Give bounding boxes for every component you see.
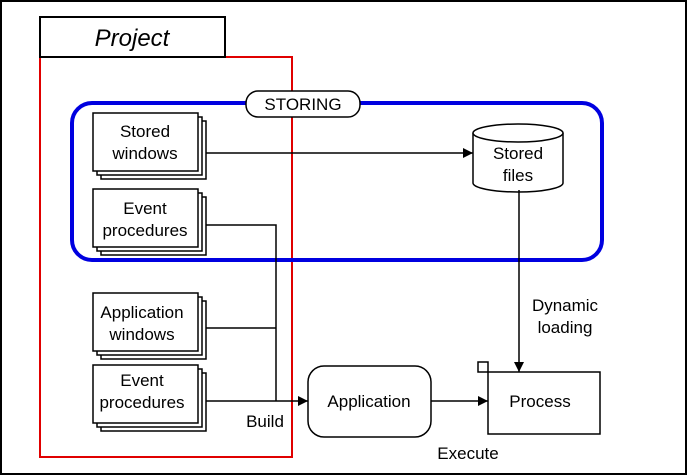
stored-files-line2: files [503, 166, 533, 185]
event-procedures-bottom-line1: Event [120, 371, 164, 390]
stored-windows-line2: windows [111, 144, 177, 163]
storing-frame: STORING [70, 90, 604, 262]
event-procedures-top-line2: procedures [102, 221, 187, 240]
stored-files-cylinder: Stored files [472, 123, 564, 193]
application-windows-stack: Application windows [92, 292, 207, 360]
application-windows-line1: Application [100, 303, 183, 322]
storing-label: STORING [264, 95, 341, 114]
connectors [206, 148, 524, 406]
application-windows-line2: windows [108, 325, 174, 344]
stored-files-line1: Stored [493, 144, 543, 163]
line-event-procedures-top-to-build [206, 224, 277, 401]
storing-label-box [245, 90, 361, 118]
stored-windows-line1: Stored [120, 122, 170, 141]
dynamic-loading-line1: Dynamic [532, 296, 599, 315]
project-frame: Project [39, 16, 293, 458]
stored-windows-stack: Stored windows [92, 112, 207, 180]
build-label: Build [246, 412, 284, 431]
application-node: Application [307, 365, 432, 438]
event-procedures-top-line1: Event [123, 199, 167, 218]
process-corner-marker [477, 361, 489, 373]
event-procedures-top-stack: Event procedures [92, 188, 207, 256]
process-label: Process [509, 392, 570, 411]
dynamic-loading-line2: loading [538, 318, 593, 337]
application-label: Application [327, 392, 410, 411]
event-procedures-bottom-line2: procedures [99, 393, 184, 412]
event-procedures-bottom-stack: Event procedures [92, 364, 207, 432]
process-node: Process [477, 361, 601, 435]
execute-label: Execute [437, 444, 498, 463]
project-title: Project [95, 25, 171, 52]
project-tab [39, 16, 226, 58]
